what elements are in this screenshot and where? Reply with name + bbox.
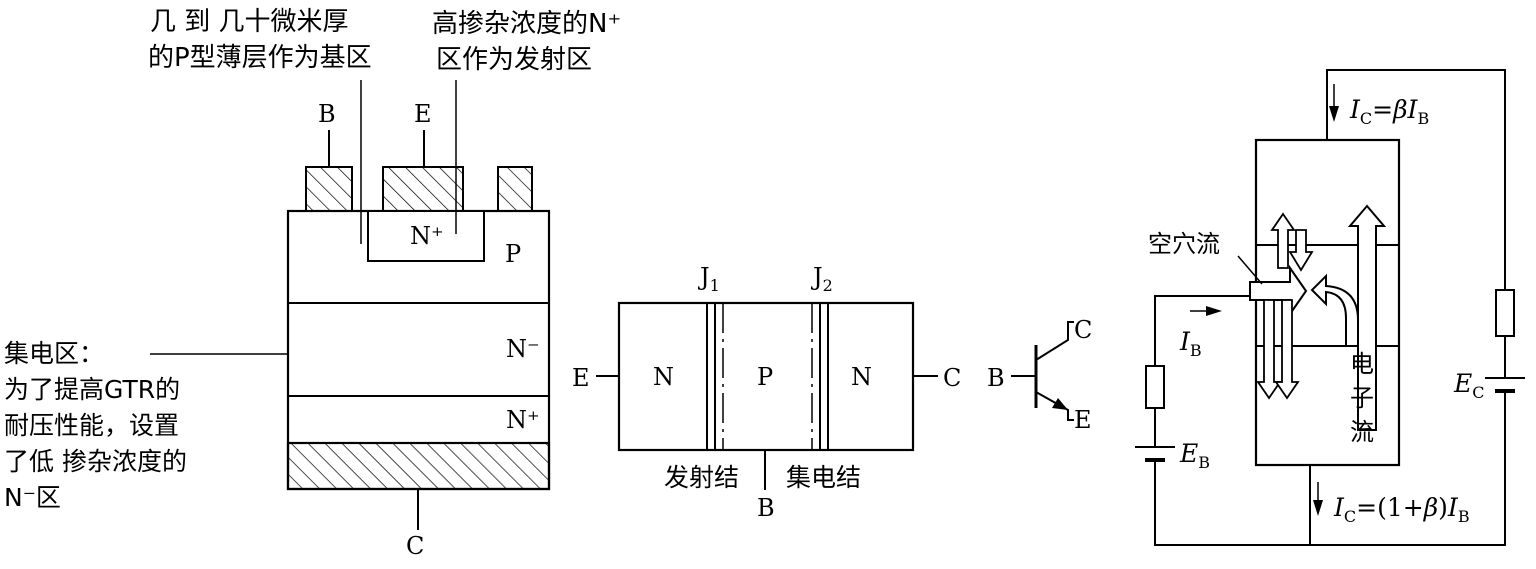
transistor-symbol: B C E (987, 316, 1092, 434)
upper-down-arrow-icon (1288, 229, 1314, 272)
collector-resistor (1495, 289, 1515, 337)
base-contact-left (305, 166, 353, 212)
base-contact-right (497, 166, 533, 212)
electron-flow-label-3: 流 (1350, 418, 1374, 446)
electron-flow-up-arrow-icon (1347, 204, 1387, 431)
region-p-label: P (505, 240, 521, 268)
junction-terminal-e: E (572, 364, 590, 392)
symbol-c-label: C (1074, 316, 1092, 344)
electron-flow-label-1: 电 (1350, 350, 1374, 378)
hole-flow-leader (1237, 255, 1263, 285)
ib-label: IB (1179, 327, 1202, 360)
hole-flow-label: 空穴流 (1148, 230, 1220, 258)
annotation-base-line2: 的P型薄层作为基区 (148, 43, 372, 73)
region-n-plus-emitter-label: N⁺ (410, 222, 444, 250)
base-resistor (1145, 365, 1165, 409)
junction-terminal-b: B (757, 494, 775, 522)
j1-label: J1 (697, 263, 720, 295)
ib-right-arrow-icon (1206, 306, 1222, 316)
region-n-plus-label: N⁺ (506, 406, 540, 434)
emitter-n-plus-region (367, 210, 485, 262)
ic-beta-ib-label: IC=βIB (1349, 95, 1429, 128)
collector-junction-label: 集电结 (786, 463, 861, 492)
region-n-minus-label: N⁻ (506, 335, 540, 363)
region-n-right-label: N (851, 363, 872, 391)
terminal-e-label: E (414, 100, 432, 128)
annotation-emitter-line1: 高掺杂浓度的N⁺ (432, 9, 621, 39)
symbol-b-label: B (987, 364, 1005, 392)
electron-curve-arrow-icon (1310, 273, 1359, 347)
terminal-b-label: B (318, 100, 336, 128)
ie-down-arrow-icon (1313, 500, 1323, 516)
emitter-contact (382, 166, 464, 212)
collector-note-line4: 了低 掺杂浓度的 (4, 447, 187, 476)
emitter-junction-label: 发射结 (664, 463, 739, 492)
ic-down-arrow-icon (1329, 106, 1339, 122)
symbol-e-label: E (1074, 406, 1092, 434)
collector-note-line3: 耐压性能，设置 (4, 411, 179, 440)
ic-total-label: IC=(1+β)IB (1333, 493, 1470, 526)
collector-metal (286, 441, 551, 491)
hole-down-arrow-2-icon (1274, 299, 1300, 400)
base-wire (1154, 295, 1256, 366)
annotation-emitter-line2: 区作为发射区 (436, 45, 592, 75)
common-bottom-wire (1154, 391, 1506, 546)
ec-label: EC (1453, 369, 1485, 402)
terminal-c-label: C (406, 532, 424, 560)
device-block (1254, 138, 1401, 467)
symbol-emitter-lead (1035, 391, 1074, 421)
junction-terminal-c: C (943, 364, 961, 392)
structure-panel: 几 到 几十微米厚 的P型薄层作为基区 高掺杂浓度的N⁺ 区作为发射区 B E … (4, 7, 621, 560)
circuit-panel: 空穴流 电 子 流 IC=βIB IB EB EC IC=(1+β)IB (1135, 69, 1525, 546)
hole-down-arrow-icon (1256, 299, 1282, 400)
collector-note-line5: N⁻区 (4, 483, 61, 512)
region-p-center-label: P (757, 363, 773, 391)
collector-note-line1: 集电区： (4, 339, 104, 368)
collector-note-line2: 为了提高GTR的 (4, 375, 180, 404)
junction-panel: J1 J2 N P N E C B 发射结 集电结 (572, 263, 961, 522)
emitter-arrow-icon (1052, 398, 1068, 410)
symbol-collector-lead (1035, 321, 1074, 361)
region-n-left-label: N (653, 363, 674, 391)
upper-up-arrow-icon (1270, 212, 1296, 269)
j2-label: J2 (810, 263, 833, 295)
annotation-base-line1: 几 到 几十微米厚 (150, 7, 349, 37)
eb-label: EB (1179, 439, 1210, 472)
collector-wire-top (1326, 69, 1506, 290)
electron-flow-label-2: 子 (1350, 384, 1374, 412)
